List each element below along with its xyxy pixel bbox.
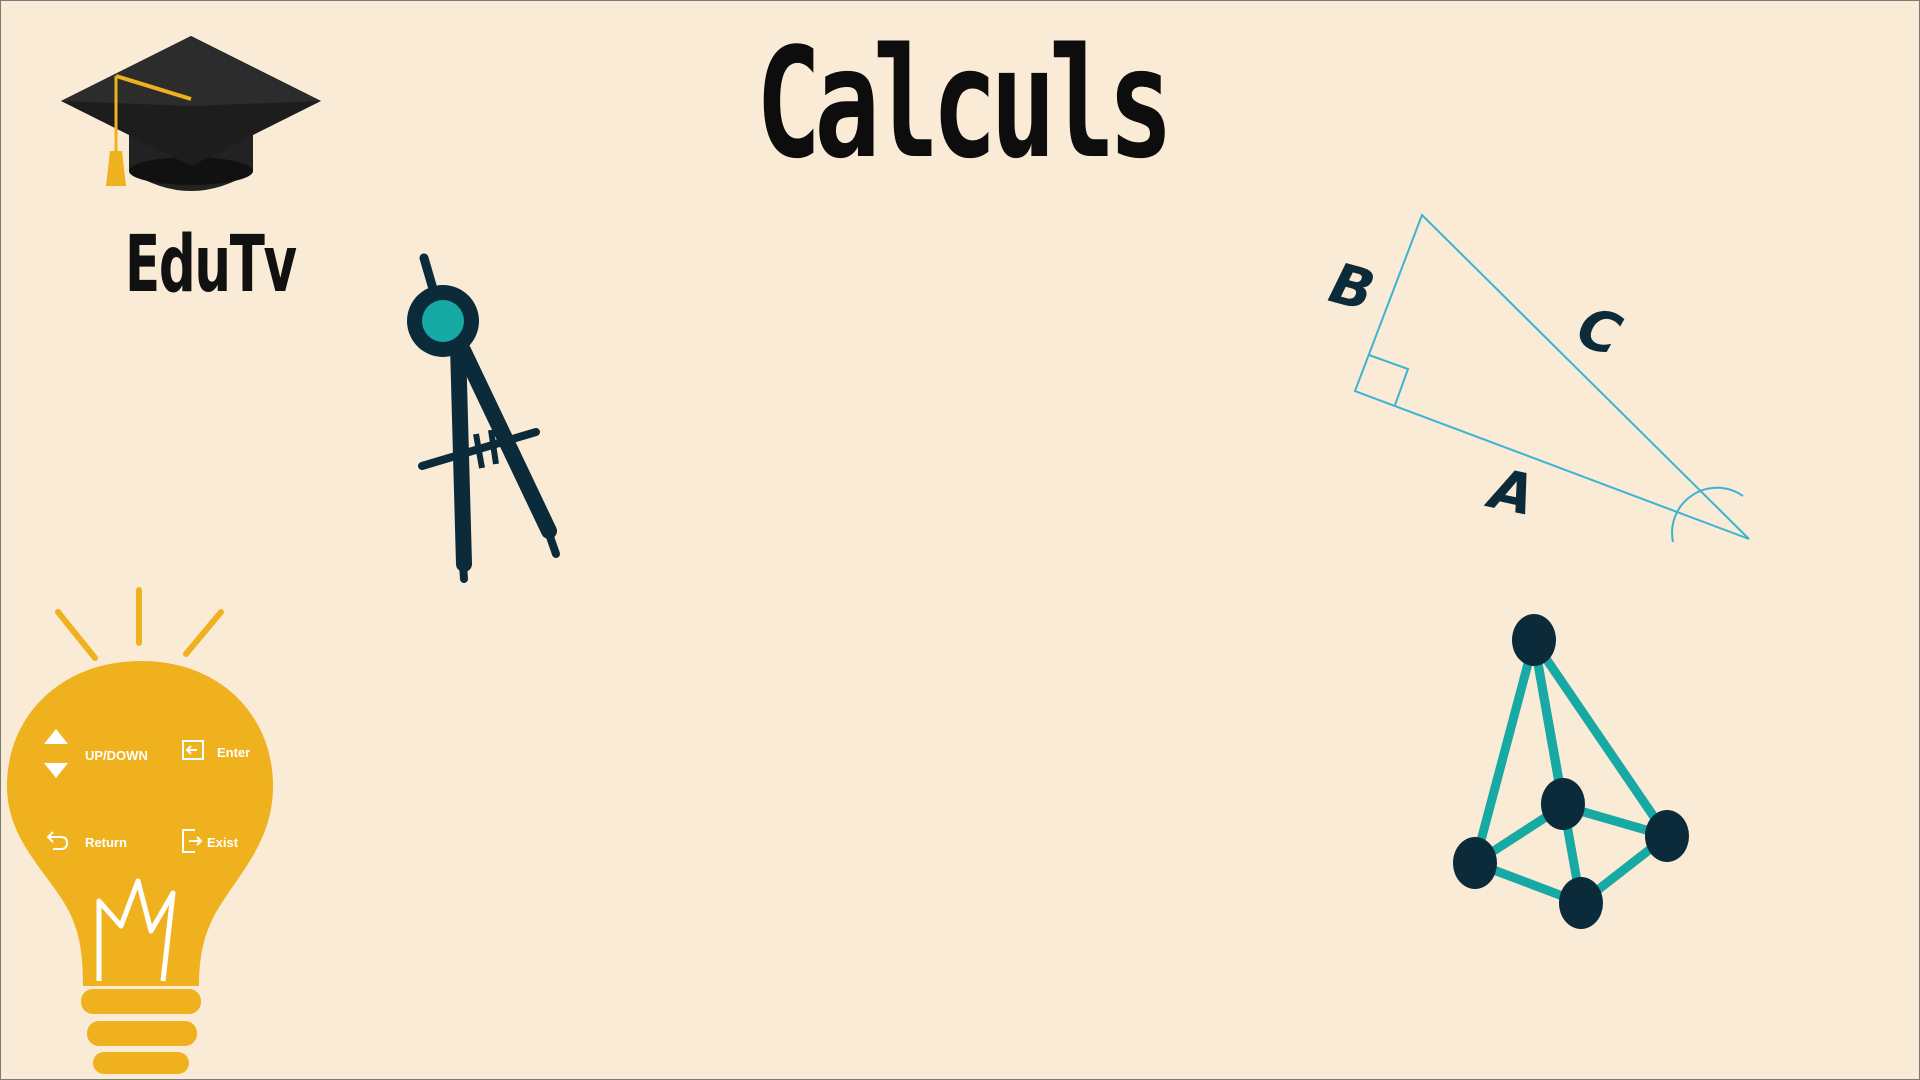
triangle-side-label-c: C xyxy=(1570,295,1629,370)
enter-icon xyxy=(182,740,204,760)
compass-icon xyxy=(407,253,560,583)
brand-name: EduTv xyxy=(125,220,297,310)
hint-label-exit: Exist xyxy=(207,835,239,850)
right-triangle-icon: B C A xyxy=(1323,213,1750,543)
up-down-arrows-icon xyxy=(44,729,68,778)
exit-icon xyxy=(182,829,203,853)
page-title: Calculs xyxy=(755,15,1174,192)
graduation-cap-icon xyxy=(61,36,321,191)
hint-label-return: Return xyxy=(85,835,127,850)
hint-label-up-down: UP/DOWN xyxy=(85,748,148,763)
triangle-side-label-a: A xyxy=(1480,456,1540,529)
lightbulb-icon xyxy=(7,587,273,1074)
pyramid-icon xyxy=(1453,614,1689,929)
return-icon xyxy=(46,831,69,850)
triangle-side-label-b: B xyxy=(1323,251,1381,325)
hint-label-enter: Enter xyxy=(217,745,251,760)
